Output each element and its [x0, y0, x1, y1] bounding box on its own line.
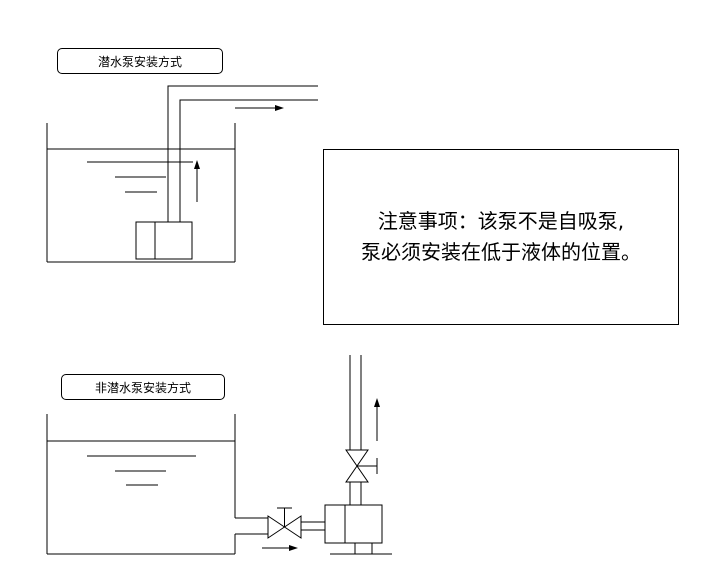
notice-line-2: 泵必须安装在低于液体的位置。 [361, 240, 641, 264]
submersible-outlet-pipe [167, 85, 318, 222]
non-submersible-tank [46, 414, 236, 555]
outlet-valve [345, 449, 378, 483]
submersible-installation-label: 潜水泵安装方式 [57, 48, 223, 74]
non-submersible-up-arrow [374, 398, 380, 441]
inlet-valve [267, 507, 302, 539]
submersible-level-marks [87, 161, 193, 193]
submersible-pump [135, 221, 193, 260]
non-submersible-installation-label: 非潜水泵安装方式 [61, 374, 225, 400]
non-submersible-level-marks [87, 455, 196, 486]
submersible-tank [46, 123, 236, 263]
non-submersible-installation [46, 355, 392, 555]
notice-box: 注意事项：该泵不是自吸泵, 泵必须安装在低于液体的位置。 [323, 149, 679, 325]
submersible-up-arrow [194, 160, 200, 202]
notice-line-1: 注意事项：该泵不是自吸泵, [377, 209, 625, 233]
submersible-installation [46, 85, 318, 263]
submersible-installation-label-text: 潜水泵安装方式 [97, 54, 182, 69]
non-submersible-installation-label-text: 非潜水泵安装方式 [94, 380, 191, 395]
non-submersible-right-arrow [262, 545, 298, 551]
inlet-pipe [235, 517, 325, 535]
submersible-right-arrow [235, 105, 284, 111]
outlet-pipe-vertical [349, 355, 362, 505]
non-submersible-pump [324, 504, 392, 555]
